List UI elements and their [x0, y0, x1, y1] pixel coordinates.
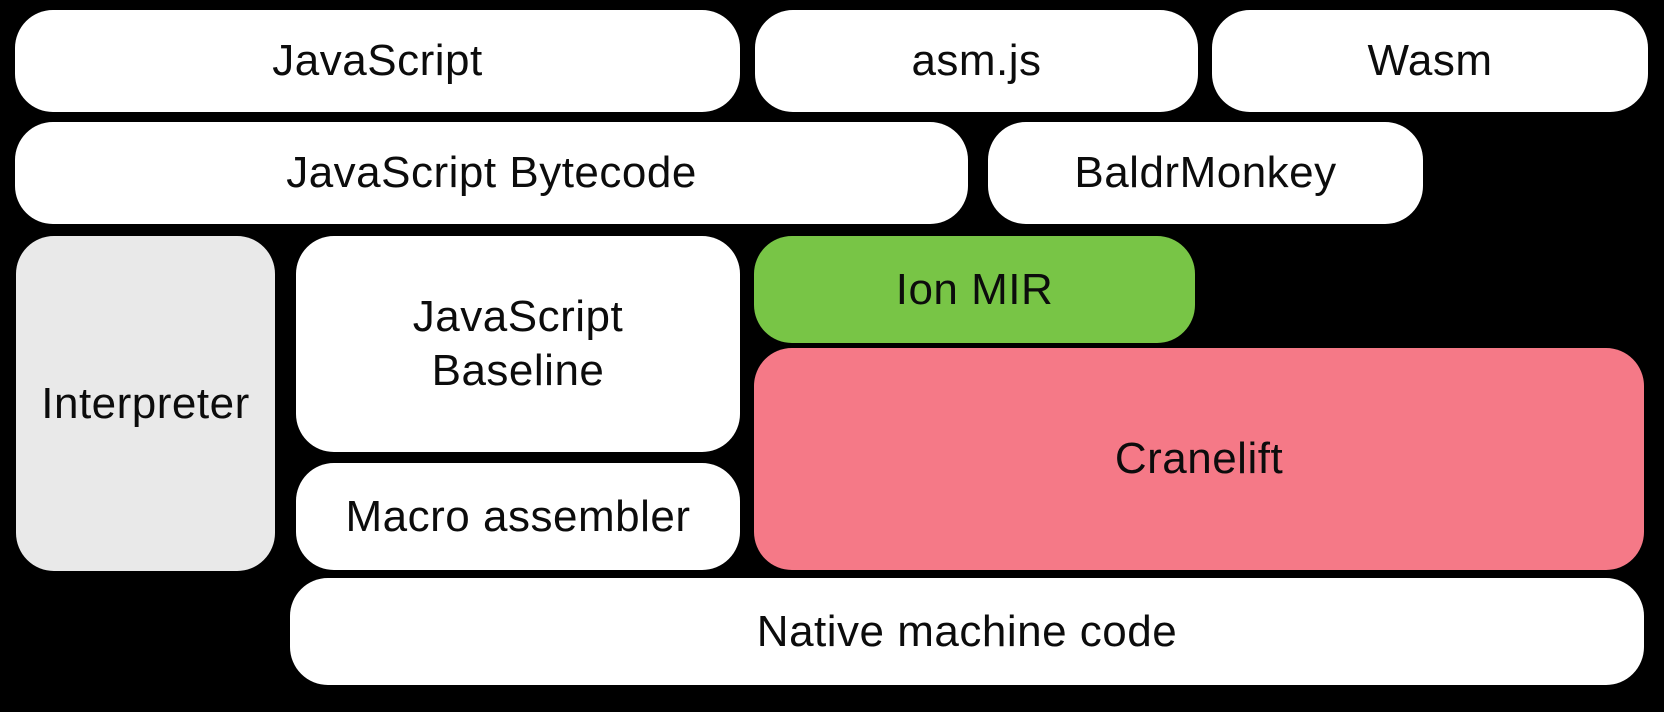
node-cranelift-label: Cranelift	[1114, 434, 1284, 484]
node-wasm-label: Wasm	[1367, 36, 1493, 86]
node-asmjs: asm.js	[755, 10, 1198, 112]
node-javascript-bytecode-label: JavaScript Bytecode	[286, 148, 697, 198]
node-javascript: JavaScript	[15, 10, 740, 112]
node-asmjs-label: asm.js	[911, 36, 1042, 86]
node-ion-mir-label: Ion MIR	[895, 264, 1054, 314]
node-wasm: Wasm	[1212, 10, 1648, 112]
node-interpreter-label: Interpreter	[41, 378, 250, 428]
node-ion-mir: Ion MIR	[754, 236, 1195, 343]
node-javascript-bytecode: JavaScript Bytecode	[15, 122, 968, 224]
node-macro-assembler: Macro assembler	[296, 463, 740, 570]
node-baldrmonkey-label: BaldrMonkey	[1074, 148, 1337, 198]
node-baldrmonkey: BaldrMonkey	[988, 122, 1423, 224]
node-native-machine-code: Native machine code	[290, 578, 1644, 685]
node-interpreter: Interpreter	[16, 236, 275, 571]
node-javascript-baseline-label: JavaScript Baseline	[412, 292, 624, 395]
node-native-machine-code-label: Native machine code	[756, 606, 1178, 656]
node-javascript-baseline: JavaScript Baseline	[296, 236, 740, 452]
node-javascript-label: JavaScript	[272, 36, 483, 86]
node-cranelift: Cranelift	[754, 348, 1644, 570]
node-macro-assembler-label: Macro assembler	[345, 491, 691, 541]
